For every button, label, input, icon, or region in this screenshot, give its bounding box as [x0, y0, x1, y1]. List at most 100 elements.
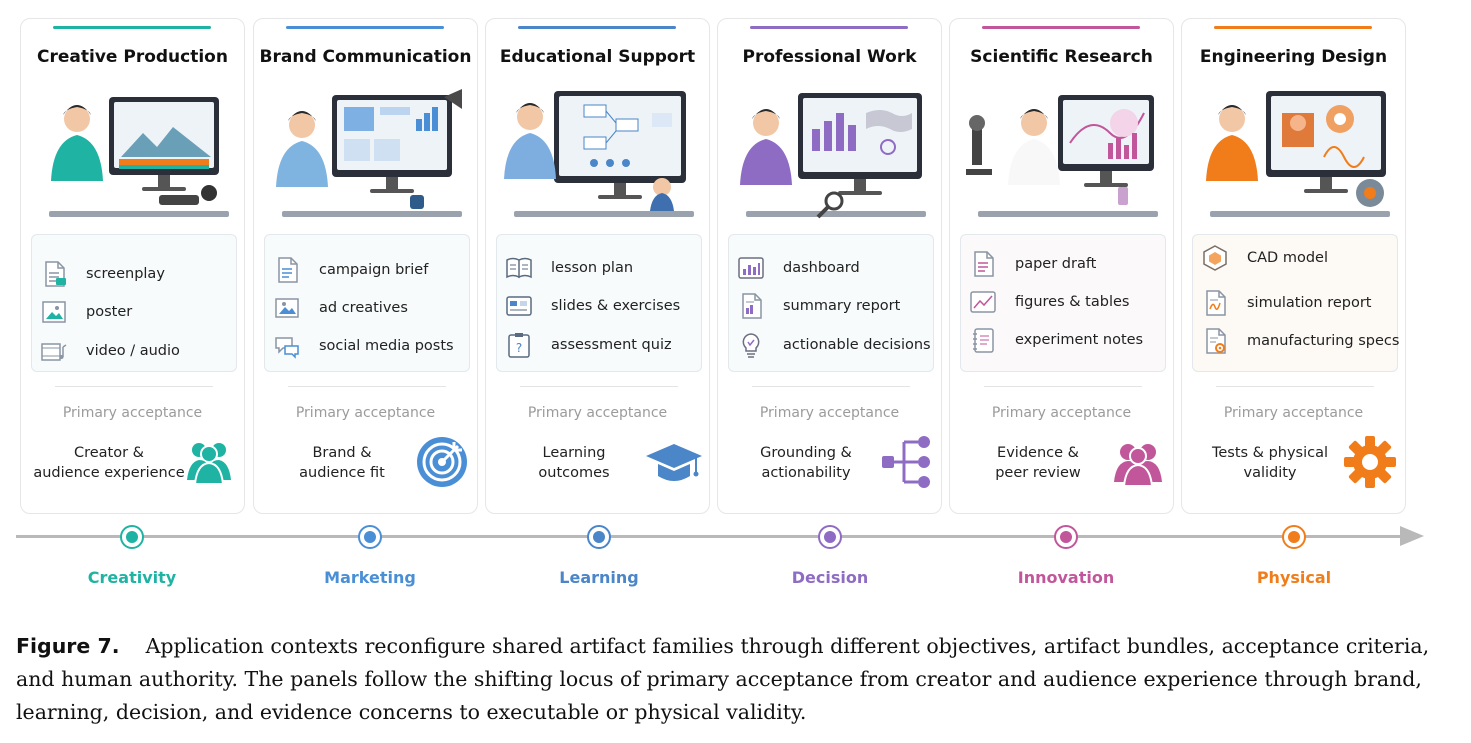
figure-chart-icon — [969, 288, 997, 316]
divider — [984, 386, 1142, 387]
artifact-label: actionable decisions — [783, 337, 931, 353]
acceptance-criterion: Tests & physical validity — [1190, 443, 1350, 483]
cad-engineering-illustration — [1190, 83, 1398, 233]
acceptance-label: Primary acceptance — [759, 405, 900, 421]
acceptance-label: Primary acceptance — [991, 405, 1132, 421]
timeline-axis — [16, 535, 1406, 538]
node-dot — [126, 531, 138, 543]
context-label: Decision — [791, 568, 869, 587]
timeline-node-creativity — [120, 525, 144, 549]
script-document-icon — [40, 260, 68, 288]
artifact-bundle: lesson plan slides & exercises ? assessm… — [496, 234, 702, 372]
panel-title: Scientific Research — [970, 47, 1153, 67]
panel-title: Engineering Design — [1199, 47, 1388, 67]
artifact-item: slides & exercises — [505, 291, 700, 321]
report-document-icon — [737, 292, 765, 320]
panel-title: Professional Work — [742, 47, 917, 67]
chat-bubbles-icon — [273, 332, 301, 360]
panel-accent-bar — [286, 26, 444, 29]
quiz-clipboard-icon: ? — [505, 331, 533, 359]
artifact-label: CAD model — [1247, 250, 1328, 266]
panel-title: Brand Communication — [259, 47, 472, 67]
panels-row: Creative Production screenplay poster vi… — [20, 18, 1410, 514]
node-dot — [824, 531, 836, 543]
image-frame-icon — [40, 298, 68, 326]
artifact-label: social media posts — [319, 338, 454, 354]
artifact-item: simulation report — [1201, 288, 1396, 318]
laboratory-illustration — [958, 83, 1166, 233]
artifact-label: slides & exercises — [551, 298, 681, 314]
lightbulb-icon — [737, 331, 765, 359]
caption-text: Application contexts reconfigure shared … — [16, 634, 1430, 724]
panel-accent-bar — [1214, 26, 1372, 29]
artifact-item: summary report — [737, 291, 932, 321]
artifact-item: figures & tables — [969, 287, 1164, 317]
panel-innovation: Scientific Research paper draft figures … — [949, 18, 1174, 514]
artifact-label: paper draft — [1015, 256, 1097, 272]
context-label: Creativity — [87, 568, 177, 587]
panel-creativity: Creative Production screenplay poster vi… — [20, 18, 245, 514]
divider — [520, 386, 678, 387]
artifact-bundle: screenplay poster video / audio — [31, 234, 237, 372]
artifact-item: actionable decisions — [737, 330, 932, 360]
acceptance-line-2: outcomes — [538, 465, 610, 481]
divider — [55, 386, 213, 387]
panel-decision: Professional Work dashboard summary repo… — [717, 18, 942, 514]
artifact-bundle: CAD model simulation report manufacturin… — [1192, 234, 1400, 372]
acceptance-line-1: Learning — [542, 445, 606, 461]
brief-document-icon — [273, 256, 301, 284]
timeline-node-decision — [818, 525, 842, 549]
panel-accent-bar — [982, 26, 1140, 29]
acceptance-criterion: Creator & audience experience — [29, 443, 189, 483]
marketing-dashboard-illustration — [262, 83, 470, 233]
ad-image-icon — [273, 294, 301, 322]
artifact-label: screenplay — [86, 266, 165, 282]
artifact-item: ? assessment quiz — [505, 330, 700, 360]
open-book-icon — [505, 254, 533, 282]
timeline-node-innovation — [1054, 525, 1078, 549]
acceptance-line-2: validity — [1243, 465, 1297, 481]
video-editing-illustration — [29, 83, 237, 233]
node-dot — [1288, 531, 1300, 543]
acceptance-line-2: audience fit — [299, 465, 385, 481]
artifact-bundle: paper draft figures & tables experiment … — [960, 234, 1166, 372]
artifact-label: poster — [86, 304, 133, 320]
artifact-item: poster — [40, 297, 235, 327]
notebook-icon — [969, 326, 997, 354]
node-dot — [364, 531, 376, 543]
acceptance-line-1: Creator & — [73, 445, 144, 461]
acceptance-criterion: Grounding & actionability — [726, 443, 886, 483]
acceptance-line-1: Brand & — [312, 445, 372, 461]
acceptance-label: Primary acceptance — [295, 405, 436, 421]
artifact-label: lesson plan — [551, 260, 634, 276]
gear-icon — [1342, 434, 1398, 490]
acceptance-line-1: Grounding & — [760, 445, 852, 461]
dashboard-chart-icon — [737, 254, 765, 282]
artifact-item: video / audio — [40, 336, 235, 366]
artifact-item: manufacturing specs — [1201, 326, 1400, 356]
context-label: Innovation — [1017, 568, 1115, 587]
context-label: Physical — [1256, 568, 1332, 587]
artifact-item: experiment notes — [969, 325, 1164, 355]
node-dot — [1060, 531, 1072, 543]
acceptance-line-1: Evidence & — [997, 445, 1079, 461]
graduation-cap-icon — [646, 434, 702, 490]
timeline-node-learning — [587, 525, 611, 549]
artifact-item: paper draft — [969, 249, 1164, 279]
paper-document-icon — [969, 250, 997, 278]
artifact-item: dashboard — [737, 253, 932, 283]
figure-caption: Figure 7. Application contexts reconfigu… — [16, 630, 1461, 729]
artifact-label: manufacturing specs — [1247, 333, 1400, 349]
slides-icon — [505, 292, 533, 320]
divider — [1216, 386, 1374, 387]
panel-title: Creative Production — [37, 47, 228, 67]
svg-text:?: ? — [516, 341, 522, 355]
acceptance-line-1: Tests & physical — [1211, 445, 1329, 461]
artifact-item: campaign brief — [273, 255, 468, 285]
acceptance-criterion: Brand & audience fit — [262, 443, 422, 483]
node-dot — [593, 531, 605, 543]
artifact-label: assessment quiz — [551, 337, 672, 353]
artifact-item: screenplay — [40, 259, 235, 289]
people-group-icon — [181, 434, 237, 490]
